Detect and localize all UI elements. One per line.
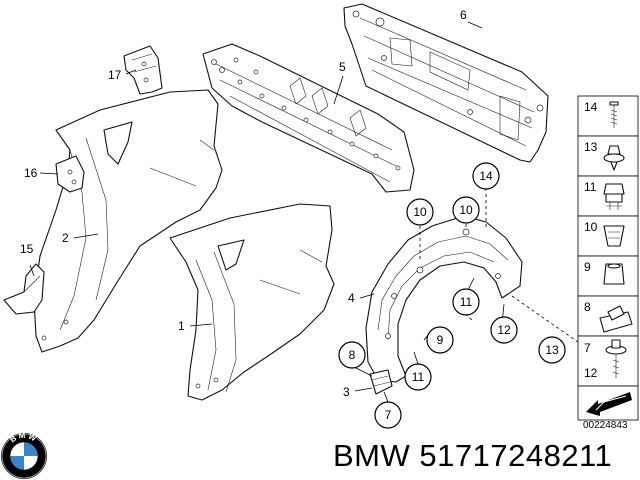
legend-label-11: 11: [584, 180, 597, 194]
callout-circle-13: 13: [538, 336, 566, 364]
callout-6: 6: [460, 8, 467, 22]
svg-text:12: 12: [497, 323, 511, 337]
expanding-nut-icon: [603, 225, 625, 247]
part-title: BMW 51717248211: [333, 438, 612, 474]
brand-name: BMW: [333, 438, 411, 473]
legend-label-9: 9: [584, 260, 591, 274]
side-panel-left-part[interactable]: [33, 89, 223, 353]
svg-text:11: 11: [460, 295, 473, 309]
legend-label-12: 12: [584, 366, 598, 380]
callout-circle-10a: 10: [406, 198, 434, 226]
callout-circle-12: 12: [490, 316, 518, 344]
legend-label-10: 10: [584, 220, 598, 234]
part-number: 51717248211: [419, 438, 613, 473]
washer-screw-icon: [605, 339, 627, 378]
svg-text:10: 10: [459, 203, 473, 217]
direction-arrow-icon: [586, 392, 632, 416]
screw-icon: [609, 101, 619, 128]
svg-text:13: 13: [545, 343, 559, 357]
callout-circle-7: 7: [374, 401, 402, 429]
legend-label-7: 7: [584, 341, 591, 355]
callout-circle-11b: 11: [404, 363, 432, 391]
legend-label-13: 13: [584, 140, 598, 154]
callout-circle-14: 14: [472, 162, 500, 190]
legend-label-8: 8: [584, 300, 591, 314]
svg-text:8: 8: [349, 348, 356, 362]
leader-lines: [29, 21, 579, 403]
svg-text:14: 14: [479, 169, 493, 183]
callout-1: 1: [178, 319, 185, 333]
callout-17: 17: [108, 68, 122, 82]
bmw-logo: BMW: [1, 432, 47, 479]
nut-icon: [603, 183, 625, 210]
callout-3: 3: [343, 385, 350, 399]
clamp-nut-icon: [599, 305, 633, 333]
clip-icon: [603, 145, 625, 171]
callout-circle-9: 9: [426, 326, 454, 354]
callout-circle-11a: 11: [452, 288, 480, 316]
support-bracket-part[interactable]: [3, 263, 45, 315]
small-bracket-part[interactable]: [123, 45, 163, 95]
cap-icon: [603, 263, 625, 285]
callout-4: 4: [348, 291, 355, 305]
fastener-legend: 14 13 11 10 9 8 7 12: [577, 95, 639, 421]
svg-text:11: 11: [412, 370, 425, 384]
svg-text:BMW: BMW: [8, 432, 39, 444]
svg-text:7: 7: [385, 408, 392, 422]
callout-2: 2: [62, 231, 69, 245]
side-panel-right-part[interactable]: [169, 203, 335, 401]
callout-16: 16: [24, 166, 38, 180]
svg-text:10: 10: [413, 205, 427, 219]
rear-crossmember-part[interactable]: [202, 43, 415, 193]
callout-circle-8: 8: [338, 341, 366, 369]
side-bracket-part[interactable]: [55, 155, 85, 193]
callout-15: 15: [20, 242, 34, 256]
callout-circle-10b: 10: [452, 196, 480, 224]
wheel-arch-cover-part[interactable]: [365, 215, 523, 395]
svg-text:9: 9: [437, 333, 444, 347]
callout-labels: 17 16 2 15 1 5 6 4 3: [20, 8, 467, 399]
reference-code: 00224843: [583, 420, 628, 431]
legend-label-14: 14: [584, 100, 598, 114]
rear-panel-part[interactable]: [343, 3, 549, 163]
callout-5: 5: [339, 60, 346, 74]
